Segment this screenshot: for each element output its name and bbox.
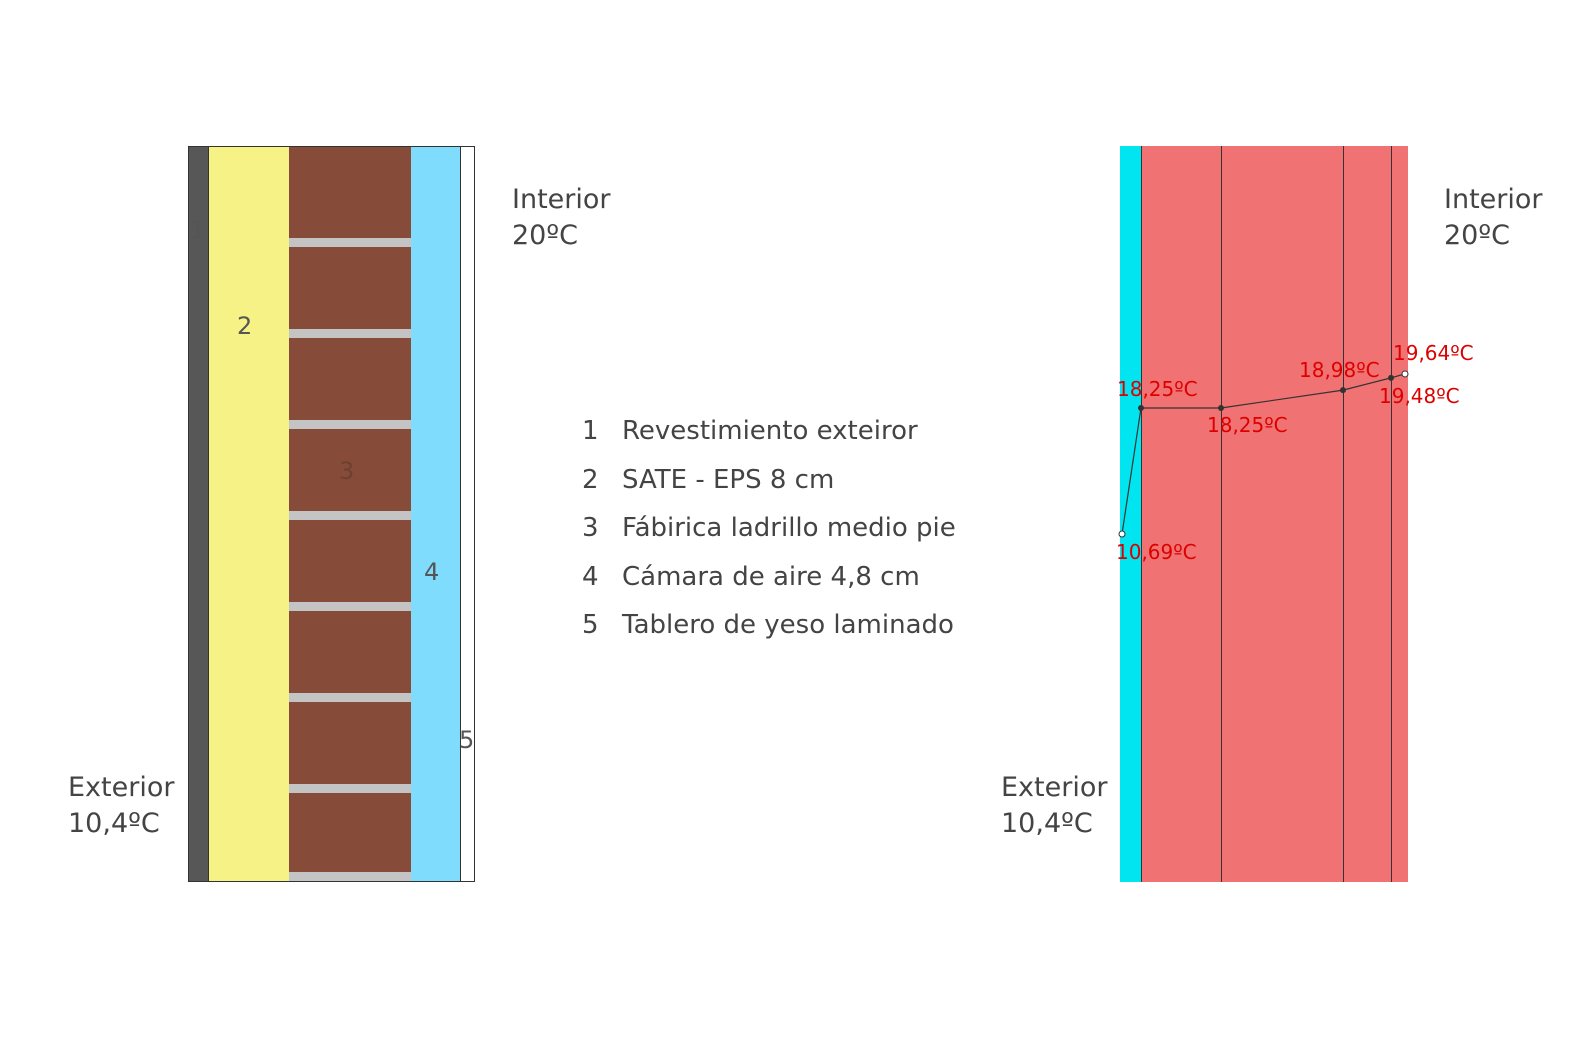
legend-text: Cámara de aire 4,8 cm — [622, 562, 920, 592]
interior-label-text: Interior — [512, 184, 611, 215]
temperature-point — [1401, 370, 1409, 378]
layer-1-exterior-cladding — [188, 146, 209, 882]
legend-item: 2 SATE - EPS 8 cm — [582, 465, 834, 495]
layer-boundary-line — [1141, 146, 1142, 882]
layer-number-3: 3 — [339, 457, 355, 485]
legend-text: Revestimiento exteiror — [622, 416, 918, 446]
mortar-joint — [289, 238, 411, 247]
exterior-label-text: Exterior — [68, 772, 175, 803]
layer-3-brick-masonry — [289, 146, 411, 882]
layer-boundary-line — [1221, 146, 1222, 882]
layer-boundary-line — [1343, 146, 1344, 882]
legend-number: 1 — [582, 416, 599, 446]
legend-text: Fábirica ladrillo medio pie — [622, 513, 956, 543]
layer-boundary-line — [1391, 146, 1392, 882]
legend-item: 4 Cámara de aire 4,8 cm — [582, 562, 920, 592]
cold-zone-cladding — [1120, 146, 1141, 882]
layer-number-2: 2 — [237, 312, 253, 340]
legend-number: 4 — [582, 562, 599, 592]
temperature-point — [1118, 530, 1126, 538]
exterior-label-text: Exterior — [1001, 772, 1108, 803]
legend-number: 3 — [582, 513, 599, 543]
temperature-point-label: 18,25ºC — [1117, 377, 1198, 401]
mortar-joint — [289, 420, 411, 429]
legend-number: 2 — [582, 465, 599, 495]
temperature-point — [1388, 374, 1394, 381]
interior-label-text: Interior — [1444, 184, 1543, 215]
layer-number-5: 5 — [459, 726, 475, 754]
interior-temperature: 20ºC — [1444, 220, 1510, 251]
legend-item: 5 Tablero de yeso laminado — [582, 610, 954, 640]
exterior-temperature: 10,4ºC — [1001, 808, 1093, 839]
legend-text: SATE - EPS 8 cm — [622, 465, 835, 495]
exterior-label: Exterior 10,4ºC — [68, 770, 174, 842]
temperature-point-label: 18,98ºC — [1299, 358, 1380, 382]
legend-number: 5 — [582, 610, 599, 640]
legend-text: Tablero de yeso laminado — [622, 610, 954, 640]
legend-item: 3 Fábirica ladrillo medio pie — [582, 513, 956, 543]
mortar-joint — [289, 784, 411, 793]
exterior-label-right: Exterior 10,4ºC — [1001, 770, 1107, 842]
interior-label-right: Interior 20ºC — [1444, 182, 1543, 254]
temperature-point — [1340, 387, 1346, 394]
layer-number-4: 4 — [424, 558, 440, 586]
legend-item: 1 Revestimiento exteiror — [582, 416, 918, 446]
layer-2-eps-insulation — [209, 146, 289, 882]
temperature-point-label: 10,69ºC — [1116, 540, 1197, 564]
mortar-joint — [289, 693, 411, 702]
interior-label: Interior 20ºC — [512, 182, 611, 254]
temperature-point-label: 18,25ºC — [1207, 413, 1288, 437]
exterior-temperature: 10,4ºC — [68, 808, 160, 839]
temperature-point-label: 19,48ºC — [1379, 384, 1460, 408]
temperature-point — [1218, 405, 1224, 411]
mortar-joint — [289, 602, 411, 611]
mortar-joint — [289, 329, 411, 338]
temperature-point-label: 19,64ºC — [1393, 341, 1474, 365]
mortar-joint — [289, 511, 411, 520]
mortar-joint — [289, 872, 411, 881]
interior-temperature: 20ºC — [512, 220, 578, 251]
warm-zone — [1141, 146, 1408, 882]
temperature-point — [1138, 405, 1144, 411]
layer-number-1: 1 — [190, 216, 206, 244]
layer-5-plasterboard — [460, 146, 475, 882]
layer-4-air-cavity — [411, 146, 460, 882]
